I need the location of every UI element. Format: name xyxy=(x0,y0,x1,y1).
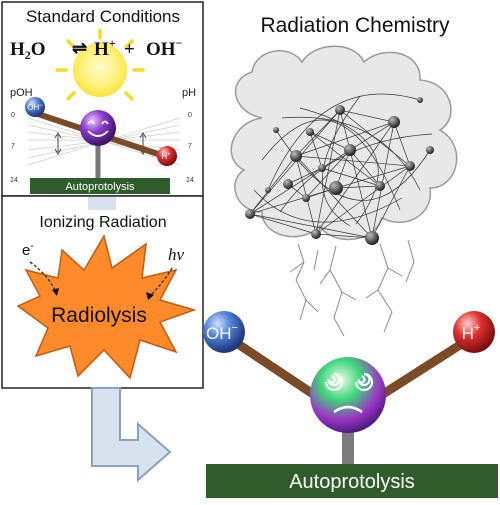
equilibrium-arrow: ⇌ xyxy=(72,38,87,58)
poh-tick-0: 0 xyxy=(11,112,15,119)
network-node xyxy=(265,187,271,193)
ionizing-radiation-panel: Ionizing Radiation Radiolysis e- hν xyxy=(1,195,204,389)
radiolysis-label: Radiolysis xyxy=(51,304,147,327)
network-node xyxy=(311,229,321,239)
right-spiral-eye xyxy=(354,372,374,392)
network-node xyxy=(318,164,326,172)
photon-label: hν xyxy=(168,245,185,264)
left-spiral-eye xyxy=(324,372,344,392)
electron-path xyxy=(29,261,57,293)
network-node xyxy=(335,105,345,115)
network-node xyxy=(375,181,385,191)
reaction-network-nodes xyxy=(245,97,434,245)
svg-text:+: + xyxy=(124,39,135,60)
ph-tick-0: 0 xyxy=(188,112,192,119)
network-node xyxy=(306,128,314,136)
network-node xyxy=(302,194,310,202)
frown-mouth xyxy=(333,405,363,414)
autoprotolysis-base-small xyxy=(30,178,170,194)
ionizing-radiation-title: Ionizing Radiation xyxy=(39,214,166,231)
oh-ion-large: OH− xyxy=(203,311,245,353)
electron-arrowhead xyxy=(52,288,59,296)
svg-text:H2O: H2O xyxy=(10,39,46,62)
network-node xyxy=(273,127,279,133)
reaction-network-cloud xyxy=(230,45,458,241)
sun-icon xyxy=(55,28,145,101)
lightning-icon xyxy=(289,239,415,337)
network-node xyxy=(417,97,423,103)
autoprotolysis-label-large: Autoprotolysis xyxy=(289,471,415,493)
network-node xyxy=(426,146,434,154)
radiolysis-burst xyxy=(16,234,197,380)
autoprotolysis-label-small: Autoprotolysis xyxy=(65,181,135,193)
h-ion-large: H+ xyxy=(453,311,495,353)
poh-label: pOH xyxy=(10,87,33,99)
autoprotolysis-base-large xyxy=(206,464,498,498)
right-arrow-icon xyxy=(91,387,172,483)
svg-text:OH−: OH− xyxy=(27,103,43,112)
poh-tick-7: 7 xyxy=(11,143,15,150)
photon-path xyxy=(149,267,173,297)
radiation-chemistry-title: Radiation Chemistry xyxy=(260,14,450,37)
svg-text:H+: H+ xyxy=(161,152,171,161)
main-seesaw-post xyxy=(342,428,354,466)
network-node xyxy=(290,150,302,162)
right-beam xyxy=(375,331,479,401)
ph-label: pH xyxy=(182,87,196,99)
ph-tick-14: 14 xyxy=(186,177,194,184)
ph-tick-7: 7 xyxy=(188,143,192,150)
svg-text:H+: H+ xyxy=(94,36,116,60)
dizzy-water-ball xyxy=(310,357,386,433)
electron-label: e- xyxy=(22,241,34,259)
h-ion-small: H+ xyxy=(157,146,177,166)
poh-tick-14: 14 xyxy=(10,177,18,184)
network-node xyxy=(344,144,356,156)
network-node xyxy=(365,231,379,245)
left-beam xyxy=(221,331,321,401)
svg-text:H+: H+ xyxy=(462,322,481,343)
svg-text:OH−: OH− xyxy=(206,322,238,343)
network-node xyxy=(405,161,415,171)
standard-conditions-title: Standard Conditions xyxy=(26,7,180,26)
network-node xyxy=(329,181,343,195)
network-node xyxy=(245,209,255,219)
oh-ion-small: OH− xyxy=(25,97,45,117)
network-node xyxy=(283,179,293,189)
svg-text:OH−: OH− xyxy=(146,36,183,60)
standard-conditions-panel: Standard Conditions H2O ⇌ H+ + xyxy=(1,1,204,197)
happy-water-ball xyxy=(80,110,116,146)
photon-arrowhead xyxy=(146,292,154,300)
network-node xyxy=(388,116,400,128)
radiation-chemistry-panel: Radiation Chemistry xyxy=(203,14,498,498)
water-equation: H2O ⇌ H+ + OH− xyxy=(10,36,183,62)
